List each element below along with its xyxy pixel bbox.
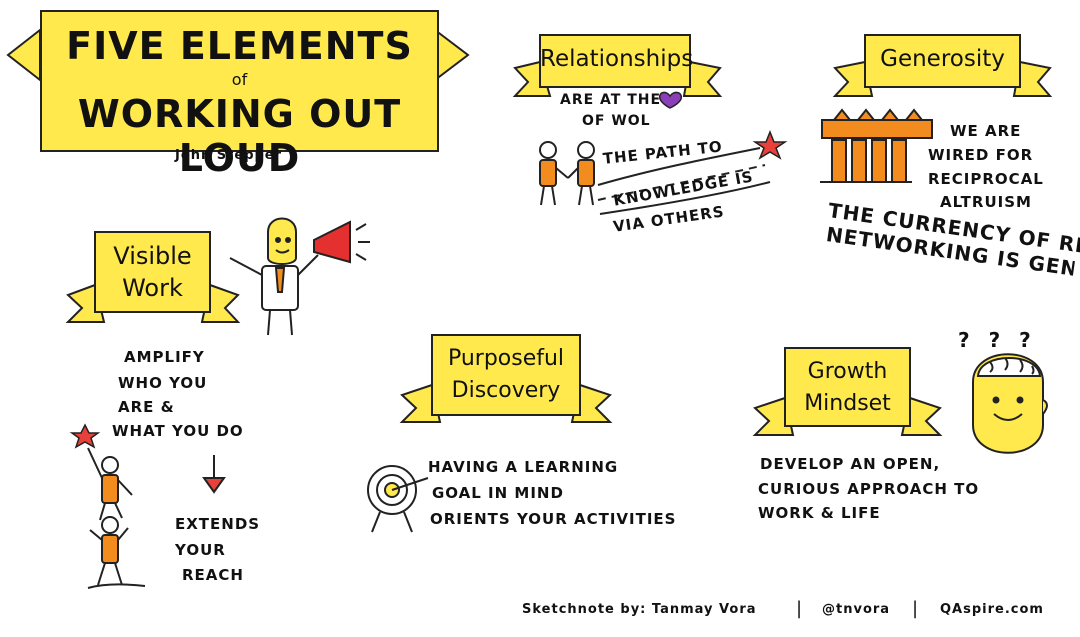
relationships-title: Relationships xyxy=(540,46,694,72)
star-icon xyxy=(752,129,788,160)
extends-line-2: YOUR xyxy=(175,541,226,559)
footer-separator-1: | xyxy=(796,598,804,619)
visible-work-line-2: WHO YOU xyxy=(118,374,208,392)
generosity-line-3: RECIPROCAL xyxy=(928,170,1044,188)
growth-line-1: DEVELOP AN OPEN, xyxy=(760,455,941,473)
footer-handle[interactable]: @tnvora xyxy=(822,602,891,617)
purposeful-discovery-title-line-1: Purposeful xyxy=(447,346,565,371)
visible-work-line-1: AMPLIFY xyxy=(124,348,205,366)
generosity-title: Generosity xyxy=(880,46,1005,72)
red-star-icon xyxy=(69,423,101,449)
footer-credit: Sketchnote by: Tanmay Vora xyxy=(522,602,757,617)
generosity-line-2: WIRED FOR xyxy=(928,146,1034,164)
title-banner-tail-left xyxy=(6,27,41,83)
footer-separator-2: | xyxy=(912,598,920,619)
relationships-banner xyxy=(512,34,723,97)
growth-mindset-title-line-1: Growth xyxy=(807,359,888,384)
purposeful-discovery-title-line-2: Discovery xyxy=(451,378,561,403)
author-name: John Stepper xyxy=(175,148,283,163)
growth-mindset-title-line-2: Mindset xyxy=(804,391,891,416)
generosity-line-4: ALTRUISM xyxy=(940,193,1032,211)
generosity-banner xyxy=(832,34,1053,97)
relationships-line-2: OF WOL xyxy=(582,113,651,129)
visible-work-line-4: WHAT YOU DO xyxy=(112,422,244,440)
reciprocal-figures-icon xyxy=(820,108,933,183)
visible-work-banner xyxy=(65,231,241,323)
growth-mindset-title: Growth Mindset xyxy=(785,356,910,420)
question-marks: ? ? ? xyxy=(958,328,1037,352)
growth-mindset-banner xyxy=(752,347,943,436)
target-icon xyxy=(367,465,429,533)
title-line-2: of xyxy=(231,70,248,89)
stacked-figures-icon xyxy=(87,447,146,589)
growth-line-2: CURIOUS APPROACH TO xyxy=(758,480,980,498)
title-line-1: FIVE ELEMENTS xyxy=(66,24,413,68)
extends-line-1: EXTENDS xyxy=(175,515,261,533)
brain-head-icon xyxy=(972,353,1048,454)
purposeful-discovery-banner xyxy=(399,334,613,423)
purposeful-discovery-title: Purposeful Discovery xyxy=(432,343,580,407)
visible-work-title-line-1: Visible xyxy=(113,242,192,270)
growth-line-3: WORK & LIFE xyxy=(758,504,881,522)
heart-icon xyxy=(658,91,683,109)
generosity-line-1: WE ARE xyxy=(950,122,1022,140)
footer-site-link[interactable]: QAspire.com xyxy=(940,602,1044,617)
path-lines xyxy=(597,147,771,215)
purposeful-line-1: HAVING A LEARNING xyxy=(428,458,619,476)
relationships-line-1: ARE AT THE xyxy=(560,92,662,108)
visible-work-title-line-2: Work xyxy=(122,274,183,302)
title-line-3: WORKING OUT LOUD xyxy=(77,92,402,180)
down-arrow-icon xyxy=(202,455,226,494)
extends-line-3: REACH xyxy=(182,566,244,584)
visible-work-line-3: ARE & xyxy=(118,398,175,416)
title-banner-tail-right xyxy=(434,27,470,83)
title-banner: FIVE ELEMENTS of WORKING OUT LOUD xyxy=(40,10,439,180)
visible-work-title: Visible Work xyxy=(95,240,210,304)
purposeful-line-3: ORIENTS YOUR ACTIVITIES xyxy=(430,510,677,528)
handshake-figures-icon xyxy=(539,141,595,206)
purposeful-line-2: GOAL IN MIND xyxy=(432,484,564,502)
megaphone-man-icon xyxy=(229,217,370,336)
